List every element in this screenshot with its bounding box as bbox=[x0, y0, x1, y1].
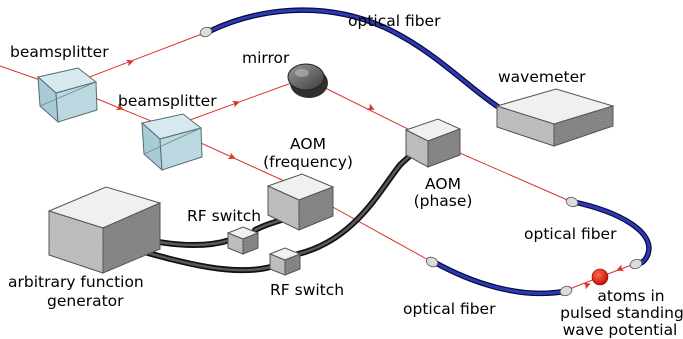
label-aom-phase-1: AOM bbox=[425, 175, 461, 193]
bottom-fiber bbox=[432, 260, 568, 295]
label-aom-phase-2: (phase) bbox=[414, 192, 473, 210]
fiber-connector bbox=[559, 285, 573, 297]
rf-switch-1 bbox=[226, 226, 260, 255]
label-atoms-1: atoms in bbox=[597, 287, 664, 305]
labels: beamsplitter beamsplitter mirror optical… bbox=[8, 12, 683, 339]
arrow-icon bbox=[227, 152, 236, 159]
arbitrary-function-generator bbox=[47, 186, 162, 274]
beam-direction-arrows bbox=[115, 59, 625, 290]
label-atoms-3: wave potential bbox=[563, 321, 678, 339]
arrow-icon bbox=[616, 264, 625, 272]
arrow-icon bbox=[366, 103, 375, 110]
label-mirror: mirror bbox=[242, 49, 290, 67]
top-fiber bbox=[208, 8, 508, 114]
rf-switch-2 bbox=[268, 247, 302, 276]
label-afg-1: arbitrary function bbox=[8, 273, 144, 291]
label-optical-fiber-right: optical fiber bbox=[524, 225, 617, 243]
beamsplitter-1 bbox=[36, 67, 98, 124]
fiber-connector bbox=[425, 256, 439, 268]
label-aom-frequency-2: (frequency) bbox=[263, 153, 353, 171]
aom-frequency bbox=[266, 173, 335, 231]
wavemeter bbox=[495, 88, 615, 147]
aom-phase bbox=[404, 118, 462, 168]
arrow-icon bbox=[115, 103, 124, 111]
label-rf-switch-1: RF switch bbox=[187, 207, 261, 225]
fiber-connector bbox=[629, 258, 643, 270]
label-beamsplitter-2: beamsplitter bbox=[118, 92, 217, 110]
label-beamsplitter-1: beamsplitter bbox=[10, 43, 109, 61]
arrow-icon bbox=[231, 100, 240, 108]
arrow-icon bbox=[125, 59, 134, 67]
mirror bbox=[287, 63, 328, 98]
label-rf-switch-2: RF switch bbox=[270, 281, 344, 299]
label-optical-fiber-top: optical fiber bbox=[348, 12, 441, 30]
label-optical-fiber-bottom: optical fiber bbox=[403, 300, 496, 318]
atoms bbox=[591, 268, 609, 286]
fiber-connectors bbox=[199, 26, 643, 297]
label-aom-frequency-1: AOM bbox=[290, 135, 326, 153]
label-atoms-2: pulsed standing bbox=[560, 304, 683, 322]
fiber-connector bbox=[565, 196, 579, 208]
fiber-connector bbox=[199, 26, 213, 38]
label-afg-2: generator bbox=[47, 292, 124, 310]
label-wavemeter: wavemeter bbox=[498, 68, 586, 86]
beamsplitter-2 bbox=[140, 113, 203, 172]
arrow-icon bbox=[582, 282, 591, 290]
